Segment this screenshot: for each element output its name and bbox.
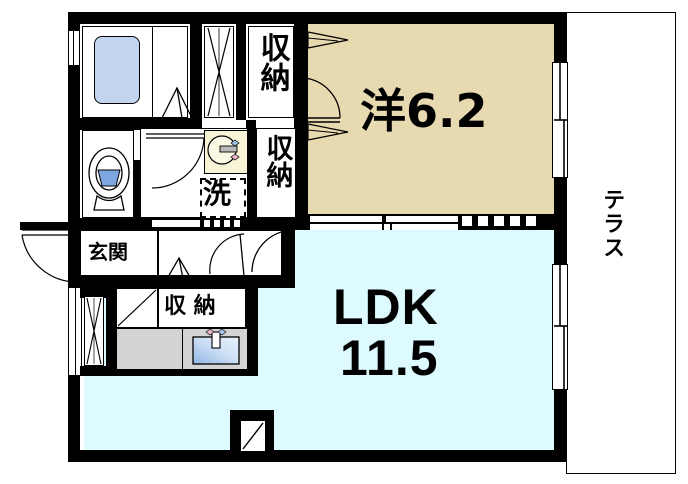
hall-corridor xyxy=(158,230,282,276)
wall-hall-bottom xyxy=(80,276,295,288)
washbasin-fixture xyxy=(207,135,240,165)
storage-mid-label: 収納 xyxy=(261,134,293,188)
ldk-label-line2: 11.5 xyxy=(340,330,439,386)
toilet-fixture xyxy=(88,147,130,211)
shoe-closet-diagonal xyxy=(117,289,157,327)
bathroom-door-symbol xyxy=(161,86,193,119)
terrace-area xyxy=(566,12,676,474)
storage-top-label: 収納 xyxy=(254,32,290,92)
wall-hall-closet-right xyxy=(106,288,116,366)
partition-dot-1 xyxy=(462,216,472,226)
washroom-door-swing xyxy=(146,133,205,189)
bathtub xyxy=(94,36,140,104)
ldk-terrace-window-marks xyxy=(554,264,568,390)
entrance-label: 玄関 xyxy=(88,240,128,264)
wall-closet-col-right xyxy=(294,24,308,220)
closet-door-top-folding-icon xyxy=(207,27,231,117)
kitchen-counter-left xyxy=(116,328,184,370)
wall-closet-col-left xyxy=(236,24,246,120)
storage-mid-box xyxy=(256,128,296,218)
ldk-label-line1: LDK xyxy=(333,279,439,335)
wall-hall-closet-left xyxy=(80,288,106,298)
bedroom-closet-upper-folding-door xyxy=(307,31,349,49)
wall-exterior-left-a xyxy=(68,12,80,30)
wall-exterior-right-b xyxy=(554,178,566,264)
entrance-door-swing xyxy=(21,229,80,283)
wall-hall-right xyxy=(282,228,295,278)
storage-hall-box xyxy=(158,288,246,328)
wall-washroom-right xyxy=(246,128,256,220)
kitchen-sink xyxy=(192,328,240,365)
wall-exterior-top xyxy=(68,12,566,24)
ldk-entry-door-swing xyxy=(251,229,295,274)
bathroom-window-mullion xyxy=(73,30,74,66)
wall-bath-right xyxy=(190,24,202,120)
wall-exterior-left-c xyxy=(68,230,80,280)
washer-space xyxy=(200,178,246,218)
washroom-label: 洗 xyxy=(203,177,232,210)
washroom-dot-3 xyxy=(224,220,230,227)
partition-dot-3 xyxy=(494,216,504,226)
hall-left-closet-folding-icon xyxy=(86,297,102,365)
partition-sliding-lower-2 xyxy=(392,224,458,230)
partition-dot-4 xyxy=(510,216,520,226)
washroom-dot-2 xyxy=(214,220,220,227)
partition-dot-2 xyxy=(478,216,488,226)
terrace-label: テラス xyxy=(599,188,625,260)
wall-exterior-left-b xyxy=(68,66,80,230)
washroom-threshold-bar xyxy=(152,220,200,227)
partition-sliding-upper xyxy=(310,216,384,222)
entrance-area xyxy=(80,230,158,276)
hall-door-folding-icon xyxy=(163,256,195,285)
storage-hall-label: 収 納 xyxy=(164,294,216,319)
wall-kitchen-bottom xyxy=(80,366,258,376)
partition-sliding-lower xyxy=(310,224,390,230)
bedroom-door-swing xyxy=(303,77,341,123)
wall-exterior-right-a xyxy=(554,12,566,62)
wall-closet-mid-left xyxy=(246,120,256,130)
wall-bath-bottom xyxy=(80,118,202,130)
partition-divider-mark xyxy=(382,214,384,230)
partition-dot-5 xyxy=(526,216,536,226)
storage-top-box xyxy=(248,26,294,118)
wall-exterior-right-c xyxy=(554,390,566,462)
bathroom-divider xyxy=(152,26,153,118)
bedroom-terrace-window-marks xyxy=(554,62,568,178)
bedroom-floor xyxy=(308,22,558,214)
wall-kitchen-right xyxy=(246,288,258,376)
hall-door-swing xyxy=(209,233,245,277)
wall-exterior-bottom xyxy=(68,450,566,462)
bathroom-window xyxy=(68,30,80,66)
washroom-dot-1 xyxy=(204,220,210,227)
washroom-dot-4 xyxy=(234,220,240,227)
partition-sliding-upper-2 xyxy=(386,216,458,222)
wall-exterior-left-e xyxy=(68,376,80,462)
bedroom-label: 洋6.2 xyxy=(360,84,488,138)
ldk-pillar-diagonal xyxy=(242,422,264,450)
bedroom-closet-lower-folding-door xyxy=(307,123,349,141)
wall-entrance-top xyxy=(20,222,80,230)
ldk-left-window-mullion xyxy=(75,280,76,376)
